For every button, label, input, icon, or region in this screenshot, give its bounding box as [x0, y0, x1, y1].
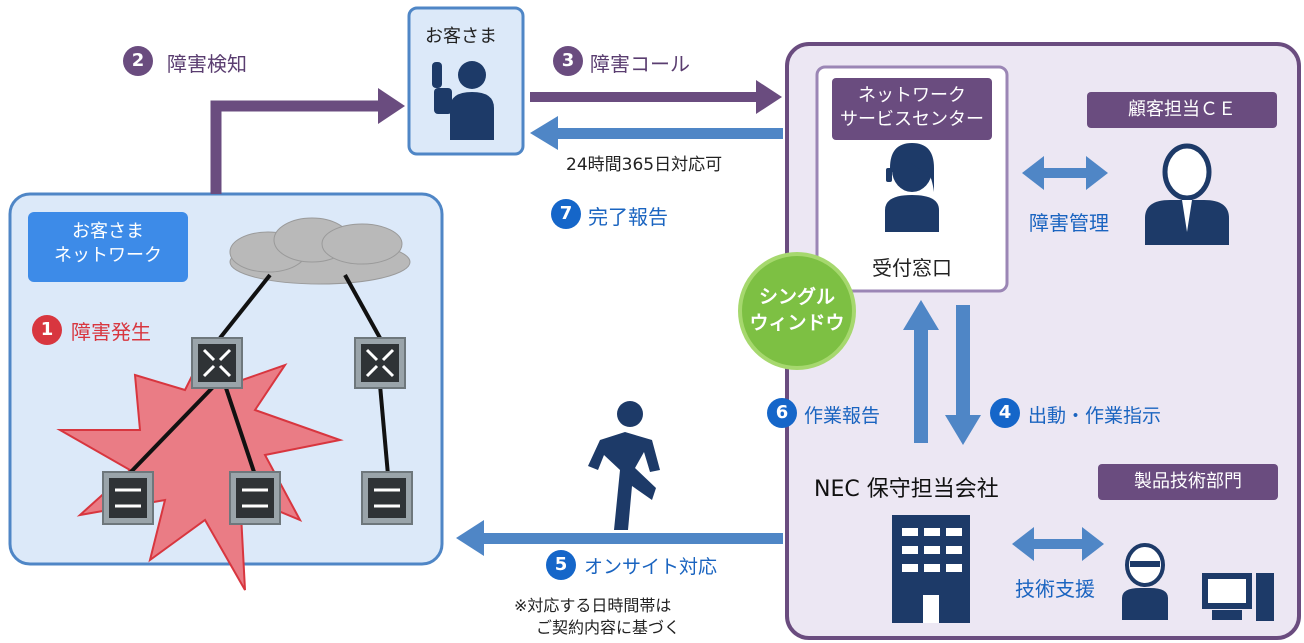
tech-support-double-arrow [1012, 527, 1104, 561]
step-5-label: オンサイト対応 [584, 556, 718, 578]
step-3-label: 障害コール [590, 52, 690, 76]
arrow-dispatch-down [956, 305, 970, 417]
step-4-badge: 4 [990, 398, 1020, 428]
nsc-label: ネットワーク サービスセンター [832, 78, 992, 140]
switch-icon-3 [361, 471, 413, 525]
router-icon-right [354, 337, 406, 389]
step-7-label: 完了報告 [588, 205, 668, 229]
single-window-line1: シングル [758, 286, 835, 308]
account-ce-label: 顧客担当ＣＥ [1087, 92, 1277, 128]
arrow-report-up [914, 325, 928, 443]
engineer-computer-icon [1122, 543, 1274, 621]
single-window-badge [738, 252, 856, 370]
cloud-icon [229, 217, 411, 285]
step-3-badge: 3 [553, 46, 583, 76]
footnote-line2: ご契約内容に基づく [536, 618, 681, 637]
arrow-call [530, 92, 760, 102]
step-7-badge: 7 [551, 199, 581, 229]
arrow-report-up-head [903, 300, 939, 330]
step-4-label: 出動・作業指示 [1028, 405, 1162, 427]
single-window-line2: ウィンドウ [749, 312, 845, 334]
customer-label: お客さま [425, 26, 497, 47]
customer-phone-icon [432, 61, 494, 140]
nsc-label-line1: ネットワーク [858, 85, 966, 106]
building-icon [892, 515, 970, 623]
availability-note: 24時間365日対応可 [566, 155, 723, 175]
switch-icon-2 [229, 471, 281, 525]
switch-icon-1 [102, 471, 154, 525]
step-2-label: 障害検知 [167, 52, 247, 76]
incident-mgmt-label: 障害管理 [1029, 211, 1109, 235]
arrow-detect [210, 100, 380, 194]
step-5-badge: 5 [546, 550, 576, 580]
tech-support-label: 技術支援 [1015, 577, 1095, 601]
account-ce-person-icon [1145, 143, 1229, 245]
incident-mgmt-double-arrow [1022, 156, 1108, 190]
running-person-icon [588, 401, 660, 530]
nsc-desk-label: 受付窓口 [872, 256, 952, 280]
arrow-complete [555, 128, 783, 139]
step-2-badge: 2 [123, 46, 153, 76]
maintenance-company-label: NEC 保守担当会社 [814, 477, 999, 502]
step-1-label: 障害発生 [71, 320, 151, 344]
customer-network-label: お客さま ネットワーク [28, 212, 188, 282]
step-1-badge: 1 [32, 315, 62, 345]
arrow-onsite [480, 533, 783, 544]
footnote-line1: ※対応する日時間帯は [514, 596, 672, 615]
arrow-onsite-head [456, 520, 484, 556]
arrow-dispatch-down-head [945, 415, 981, 445]
network-links [126, 273, 390, 477]
product-tech-label: 製品技術部門 [1098, 464, 1278, 500]
router-icon-left [191, 337, 243, 389]
arrow-complete-head [530, 116, 558, 150]
customer-network-label-line2: ネットワーク [54, 245, 162, 266]
step-6-badge: 6 [767, 398, 797, 428]
footnote: ※対応する日時間帯は ご契約内容に基づく [514, 595, 680, 639]
nsc-label-line2: サービスセンター [840, 109, 984, 130]
customer-network-label-line1: お客さま [72, 221, 144, 242]
step-6-label: 作業報告 [804, 405, 881, 427]
single-window-text: シングル ウィンドウ [745, 284, 849, 336]
arrow-call-head [756, 80, 782, 114]
operator-headset-icon [885, 143, 939, 232]
arrow-detect-head [378, 88, 405, 124]
